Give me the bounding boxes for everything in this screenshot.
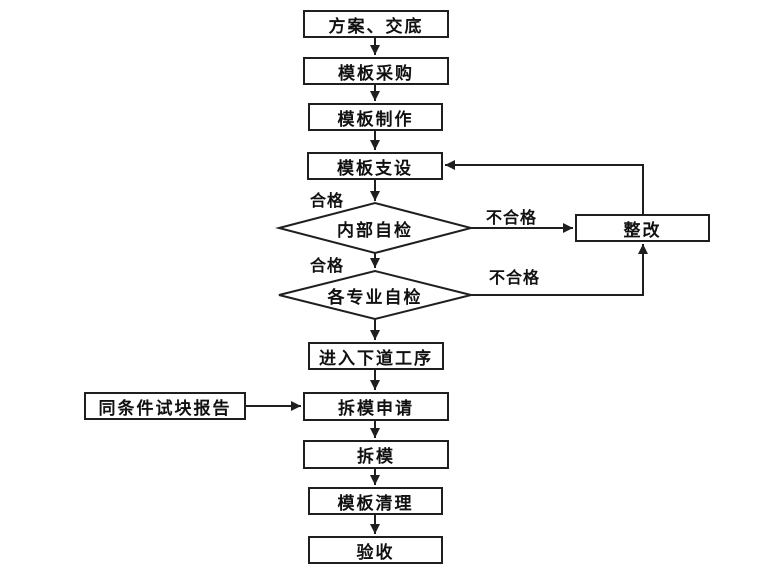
- node-plan: 方案、交底: [303, 10, 449, 38]
- node-rectification: 整改: [575, 214, 710, 242]
- specialty-check-diamond-shape: [278, 269, 472, 321]
- edge-label-pass-2: 合格: [310, 258, 345, 275]
- edge-specialty-check-rectification: [471, 244, 648, 296]
- node-acceptance: 验收: [308, 536, 443, 564]
- node-test-block-report: 同条件试块报告: [84, 392, 246, 420]
- internal-check-diamond-shape: [275, 201, 475, 255]
- node-next-process: 进入下道工序: [308, 342, 444, 370]
- node-fabrication: 模板制作: [308, 103, 443, 131]
- node-erection: 模板支设: [307, 152, 443, 180]
- node-cleanup: 模板清理: [308, 487, 443, 515]
- edge-label-fail-2: 不合格: [489, 270, 541, 287]
- node-demold-request: 拆模申请: [303, 392, 449, 421]
- node-demold: 拆模: [303, 440, 449, 469]
- node-specialty-check: 各专业自检: [327, 287, 423, 307]
- edge-label-pass-1: 合格: [310, 193, 345, 210]
- node-procurement: 模板采购: [303, 57, 449, 85]
- edge-rectification-erection: [445, 160, 644, 214]
- edge-label-fail-1: 不合格: [486, 210, 538, 227]
- node-internal-check: 内部自检: [337, 220, 413, 240]
